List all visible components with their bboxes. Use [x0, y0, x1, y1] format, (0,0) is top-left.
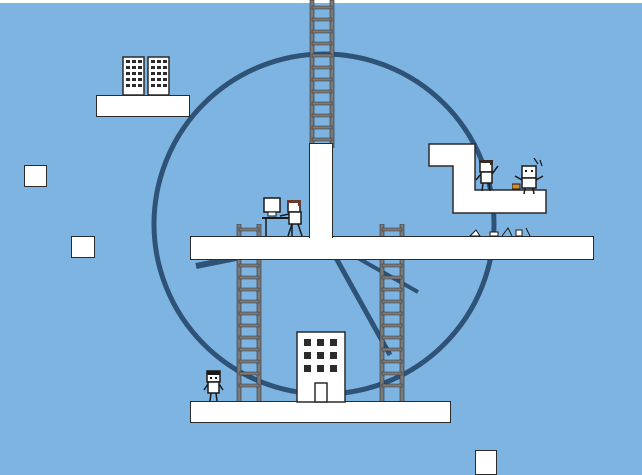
upper-right-platform — [428, 143, 547, 214]
building[interactable] — [296, 331, 346, 403]
center-platform — [190, 236, 594, 260]
bottom-platform — [190, 401, 451, 423]
office-worker-computer — [262, 197, 303, 237]
top-ladder[interactable] — [308, 0, 336, 148]
floating-block-1 — [24, 165, 47, 187]
center-pillar — [309, 143, 333, 238]
twin-towers — [122, 56, 170, 96]
debris-pile — [468, 227, 531, 237]
floating-block-3 — [475, 450, 497, 475]
player-character[interactable] — [203, 370, 225, 402]
office-worker-arguing — [475, 160, 499, 192]
computer-monitor-icon — [263, 197, 281, 213]
floating-block-2 — [71, 236, 95, 258]
top-border — [0, 0, 642, 3]
robot-character — [512, 157, 544, 195]
upper-left-platform — [96, 95, 190, 117]
